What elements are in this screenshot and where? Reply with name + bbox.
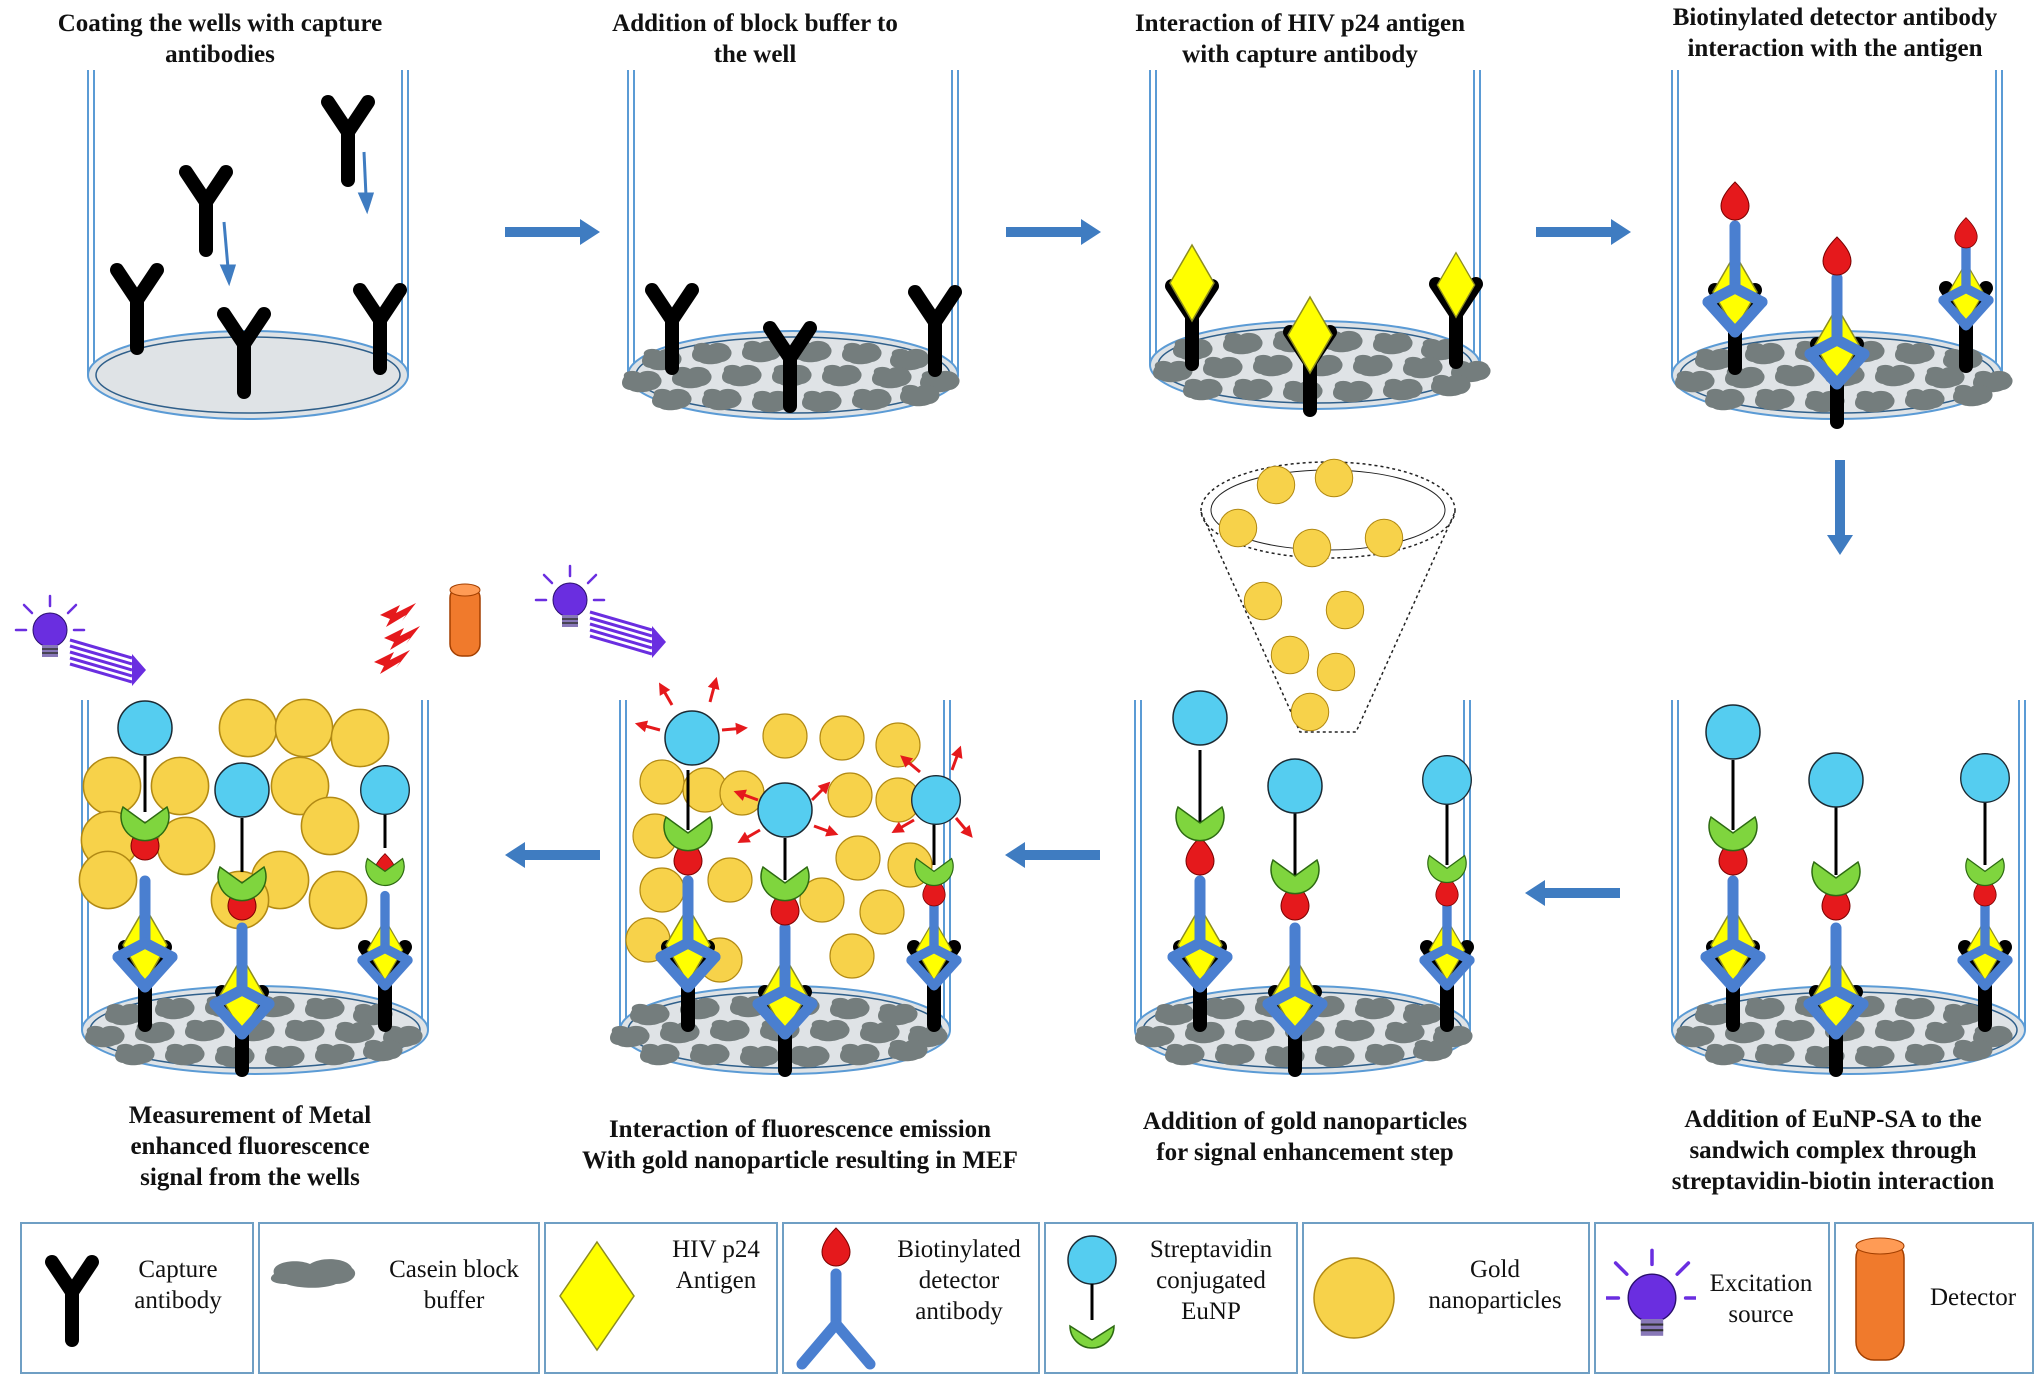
legend-detector: Detector [1834, 1222, 2034, 1374]
step7-contents [534, 564, 979, 1070]
step8-contents [14, 583, 481, 1070]
excitation-bulb-icon [1606, 1248, 1696, 1338]
step1-contents [117, 102, 400, 392]
process-arrows [505, 219, 1853, 906]
step5-contents [1675, 704, 2013, 1070]
casein-block-icon [270, 1259, 356, 1288]
biotinylated-antibody-icon [796, 1227, 876, 1370]
step2-contents [622, 290, 960, 412]
detector-legend-icon [1855, 1237, 1905, 1361]
step6-contents [1135, 458, 1473, 1070]
process-arrow-7 [505, 842, 600, 868]
process-arrow-6 [1005, 842, 1100, 868]
process-arrow-1 [505, 219, 600, 245]
gold-nanoparticle-icon [1313, 1257, 1395, 1339]
process-arrow-2 [1006, 219, 1101, 245]
process-arrow-3 [1536, 219, 1631, 245]
antigen-diamond-icon [559, 1240, 635, 1352]
detector-icon [449, 583, 481, 657]
streptavidin-eunp-icon [1067, 1235, 1117, 1349]
process-arrow-4 [1827, 460, 1853, 555]
capture-antibody-icon [28, 1228, 108, 1368]
process-arrow-5 [1525, 880, 1620, 906]
